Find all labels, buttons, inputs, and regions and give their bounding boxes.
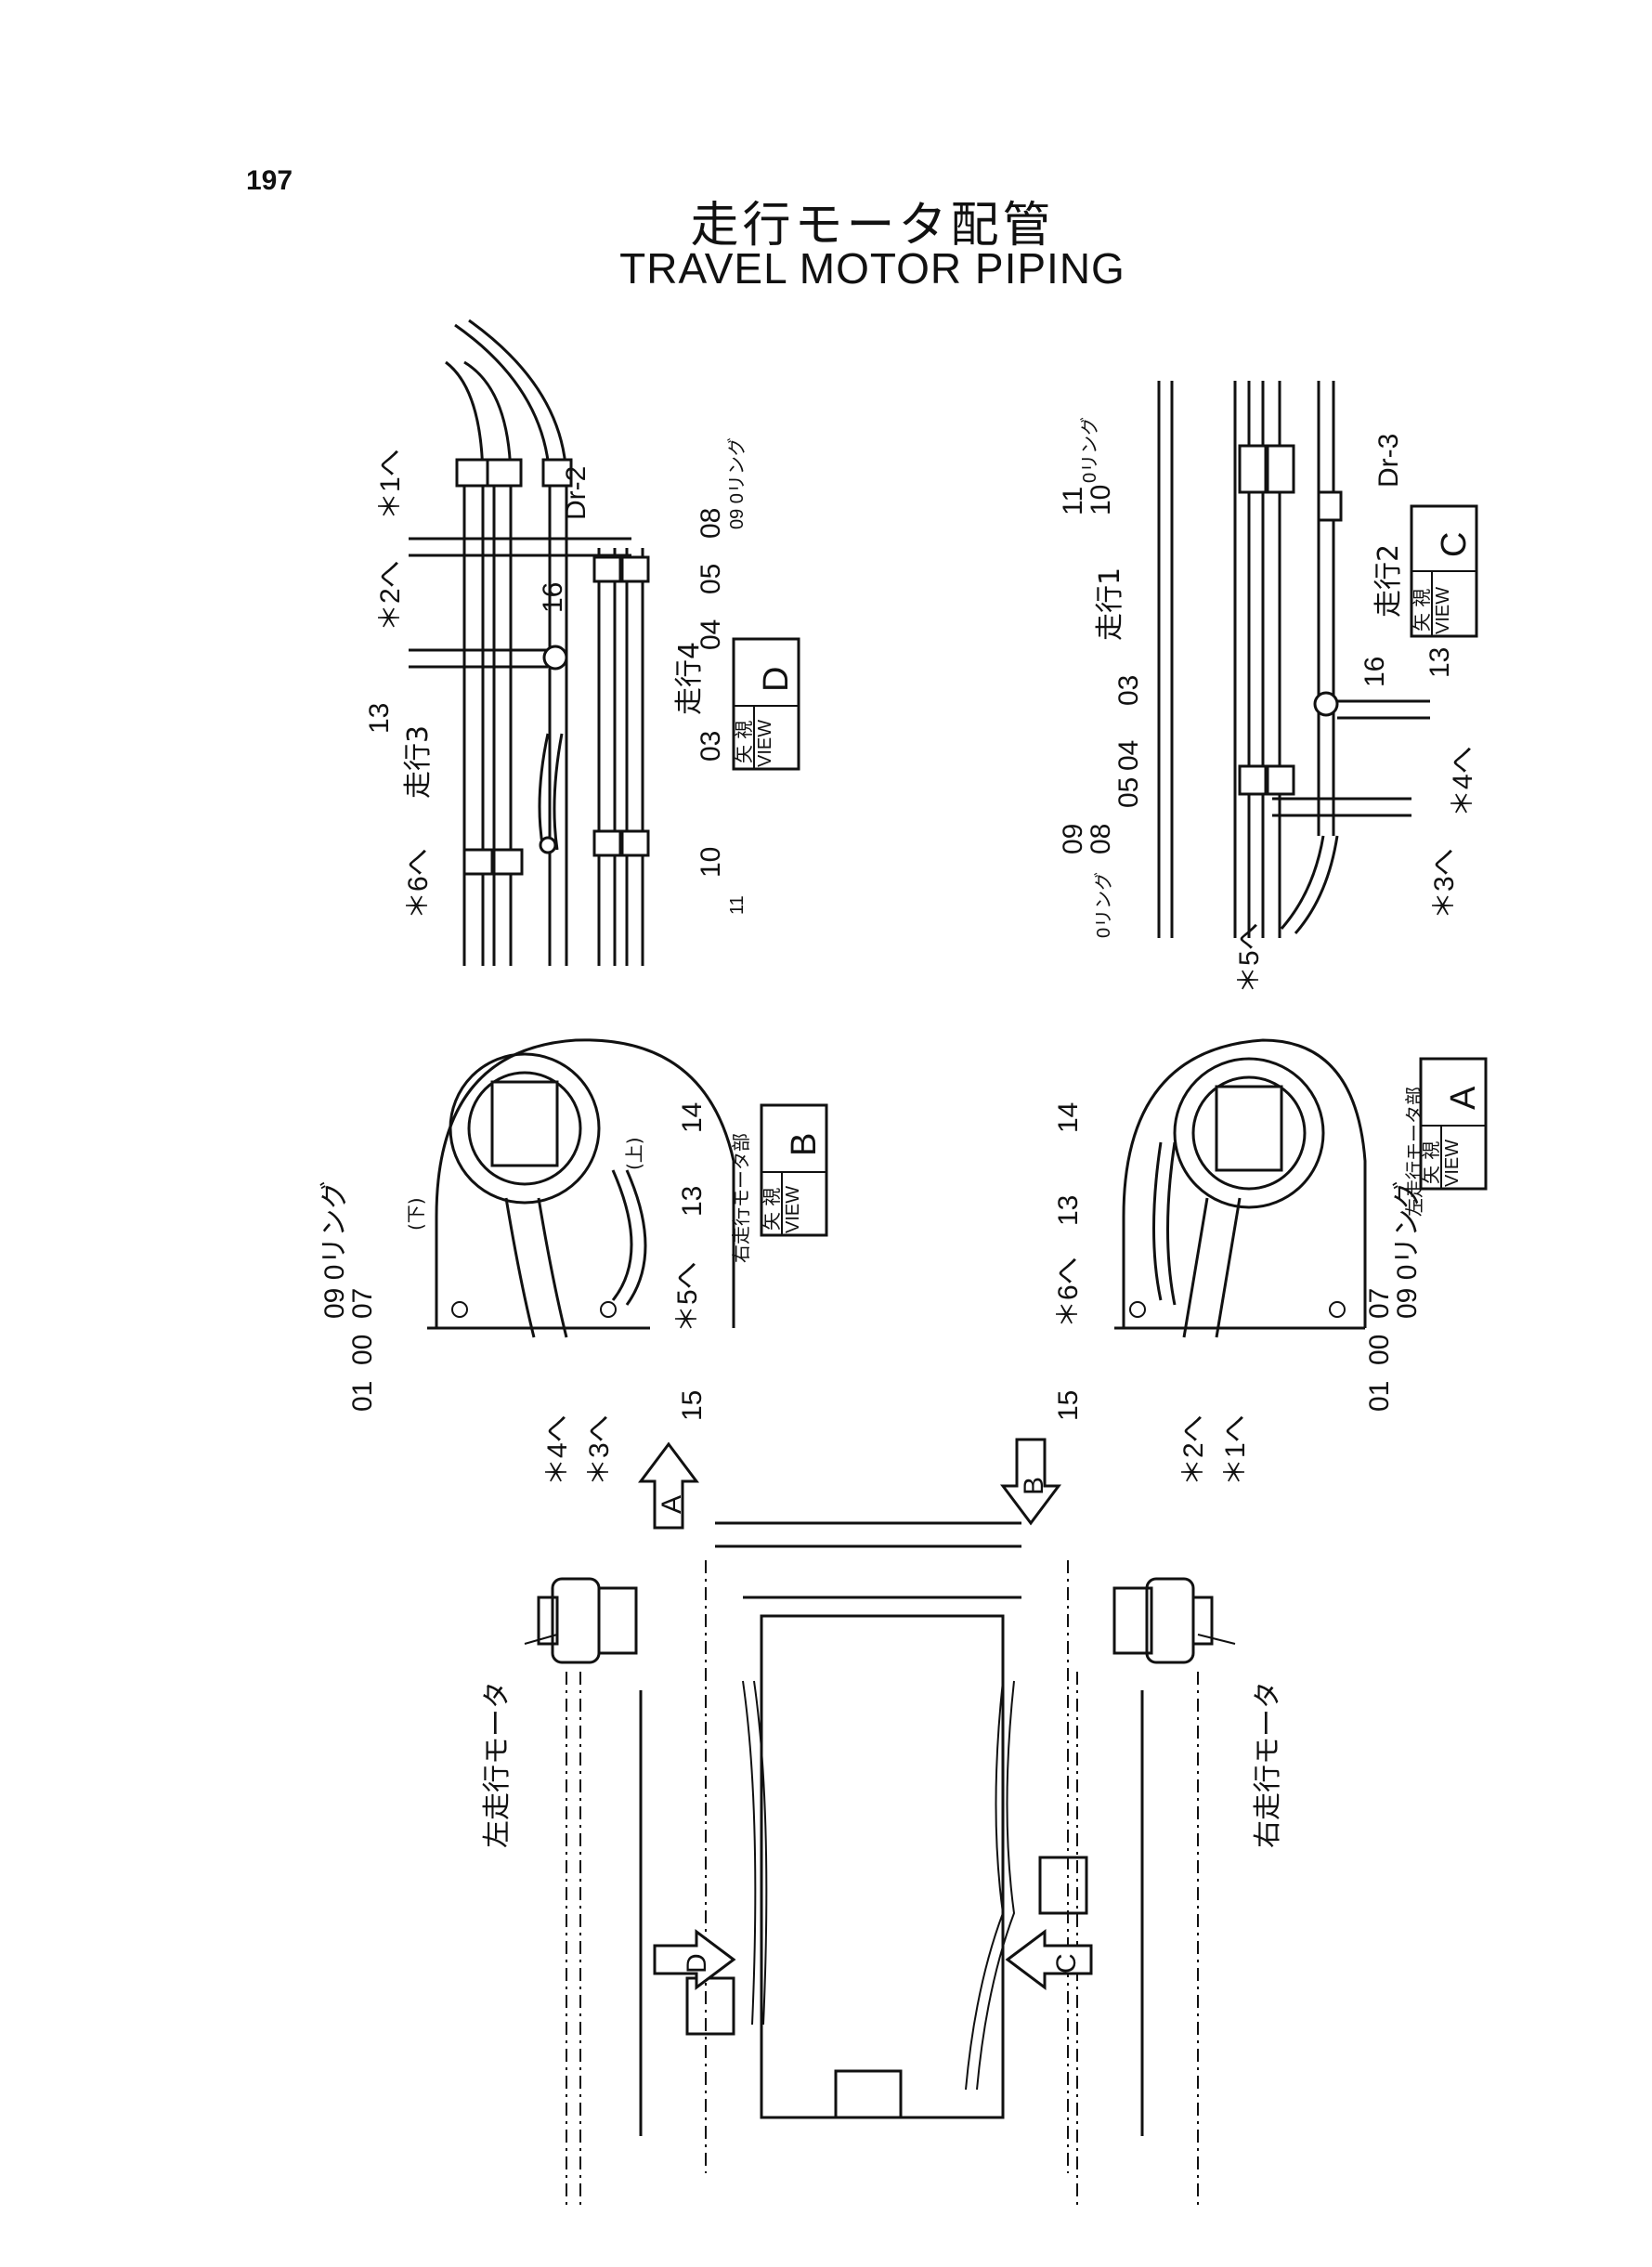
label-15-a: 15 — [1053, 1390, 1084, 1421]
label-09-a: 09 0リング — [1392, 1181, 1423, 1319]
label-0-ring-c: 0リング — [1079, 417, 1100, 483]
arrow-b-letter: B — [1019, 1477, 1049, 1495]
label-star-3-b: ＊3へ — [584, 1414, 615, 1486]
view-d-detail: ＊1へ ＊2へ 16 13 走行3 ＊6へ Dr-2 09 0リング 08 05… — [364, 319, 800, 966]
label-04-c: 04 — [1113, 740, 1144, 771]
label-01-a: 01 — [1364, 1381, 1395, 1412]
label-05-c: 05 — [1113, 777, 1144, 808]
label-00-b: 00 — [347, 1335, 378, 1365]
overview-drawing: 左走行モータ 右走行モータ A B C D — [481, 1438, 1284, 2210]
label-star-4-b: ＊4へ — [542, 1414, 573, 1486]
label-0-ring-c2: 0リング — [1093, 872, 1114, 938]
arrow-c: C — [1005, 1929, 1093, 1990]
label-star-2: ＊2へ — [375, 560, 406, 632]
label-07-a: 07 — [1364, 1288, 1395, 1319]
view-d-box-letter: D — [757, 667, 796, 692]
view-c-box-jp: 矢 視 — [1411, 589, 1433, 632]
view-d-box-en: VIEW — [755, 720, 775, 767]
view-a-box-en: VIEW — [1442, 1140, 1463, 1187]
label-star-6-a: ＊6へ — [1053, 1257, 1084, 1328]
label-travel-1: 走行1 — [1094, 567, 1126, 641]
label-star-5-b: ＊5へ — [672, 1261, 703, 1333]
view-d-box-jp: 矢 視 — [733, 721, 755, 763]
view-a-detail: 14 13 15 07 09 0リング 00 01 ＊6へ ＊2へ ＊1へ 左走… — [1053, 1038, 1488, 1486]
view-b-box-jp: 矢 視 — [761, 1188, 783, 1231]
label-01-b: 01 — [347, 1381, 378, 1412]
page-number: 197 — [246, 165, 293, 196]
label-13-b: 13 — [677, 1186, 708, 1217]
view-a-box-jp: 矢 視 — [1420, 1141, 1442, 1184]
label-09-c: 09 — [1058, 824, 1088, 854]
right-travel-motor-label: 右走行モータ — [1252, 1681, 1284, 1848]
view-b-box-en: VIEW — [783, 1186, 803, 1233]
view-b-caption: 右走行モータ部 — [730, 1133, 752, 1263]
label-star-6: ＊6へ — [403, 848, 434, 919]
view-c-detail: 0リング 11 10 Dr-3 走行1 走行2 03 04 05 09 08 0… — [1058, 381, 1478, 994]
view-b-box-letter: B — [785, 1133, 824, 1156]
label-star-1-a: ＊1へ — [1220, 1414, 1251, 1486]
label-star-5-c: ＊5へ — [1234, 922, 1265, 994]
label-star-4-c: ＊4へ — [1448, 746, 1478, 817]
view-c-box-letter: C — [1435, 532, 1474, 557]
view-a-box-letter: A — [1444, 1086, 1483, 1110]
arrow-d-letter: D — [682, 1953, 712, 1974]
label-15-b: 15 — [677, 1390, 708, 1421]
label-05: 05 — [696, 564, 726, 594]
label-16-c: 16 — [1359, 657, 1390, 687]
label-08-c: 08 — [1086, 824, 1116, 854]
label-03: 03 — [696, 731, 726, 762]
label-04: 04 — [696, 619, 726, 650]
arrow-a: A — [638, 1441, 699, 1530]
label-travel-3: 走行3 — [402, 725, 435, 799]
label-upper: (上) — [623, 1137, 645, 1170]
title-english: TRAVEL MOTOR PIPING — [619, 244, 1125, 293]
label-star-3-c: ＊3へ — [1429, 848, 1460, 919]
label-star-2-a: ＊2へ — [1178, 1414, 1209, 1486]
label-09-b: 09 0リング — [319, 1181, 350, 1319]
arrow-d: D — [653, 1929, 736, 1990]
label-dr-3: Dr-3 — [1373, 434, 1404, 488]
label-07-b: 07 — [347, 1288, 378, 1319]
label-travel-2: 走行2 — [1372, 544, 1405, 618]
label-travel-4: 走行4 — [673, 642, 706, 715]
label-13-a: 13 — [1053, 1195, 1084, 1226]
label-10: 10 — [696, 847, 726, 878]
left-travel-motor-label: 左走行モータ — [481, 1681, 514, 1848]
arrow-b: B — [1000, 1438, 1061, 1526]
label-08: 08 — [696, 508, 726, 539]
label-star-1: ＊1へ — [375, 449, 406, 520]
label-13: 13 — [364, 703, 395, 734]
view-c-box-en: VIEW — [1433, 587, 1453, 634]
label-00-a: 00 — [1364, 1335, 1395, 1365]
title-japanese: 走行モータ配管 — [690, 198, 1055, 254]
view-b-detail: (下) (上) 14 13 15 09 0リング 07 00 01 ＊5へ ＊4… — [319, 1038, 828, 1486]
label-13-c: 13 — [1424, 647, 1455, 678]
label-14-b: 14 — [677, 1102, 708, 1133]
label-10-c: 10 — [1086, 485, 1116, 515]
arrow-c-letter: C — [1051, 1953, 1082, 1974]
label-11-oring: 11 — [727, 895, 748, 915]
label-16: 16 — [538, 582, 568, 613]
label-dr-2: Dr-2 — [561, 466, 592, 520]
label-09-oring: 09 0リング — [726, 437, 748, 529]
label-11-c: 11 — [1058, 487, 1088, 515]
label-14-a: 14 — [1053, 1102, 1084, 1133]
label-03-c: 03 — [1113, 675, 1144, 706]
label-lower: (下) — [405, 1197, 427, 1231]
arrow-a-letter: A — [657, 1495, 687, 1514]
